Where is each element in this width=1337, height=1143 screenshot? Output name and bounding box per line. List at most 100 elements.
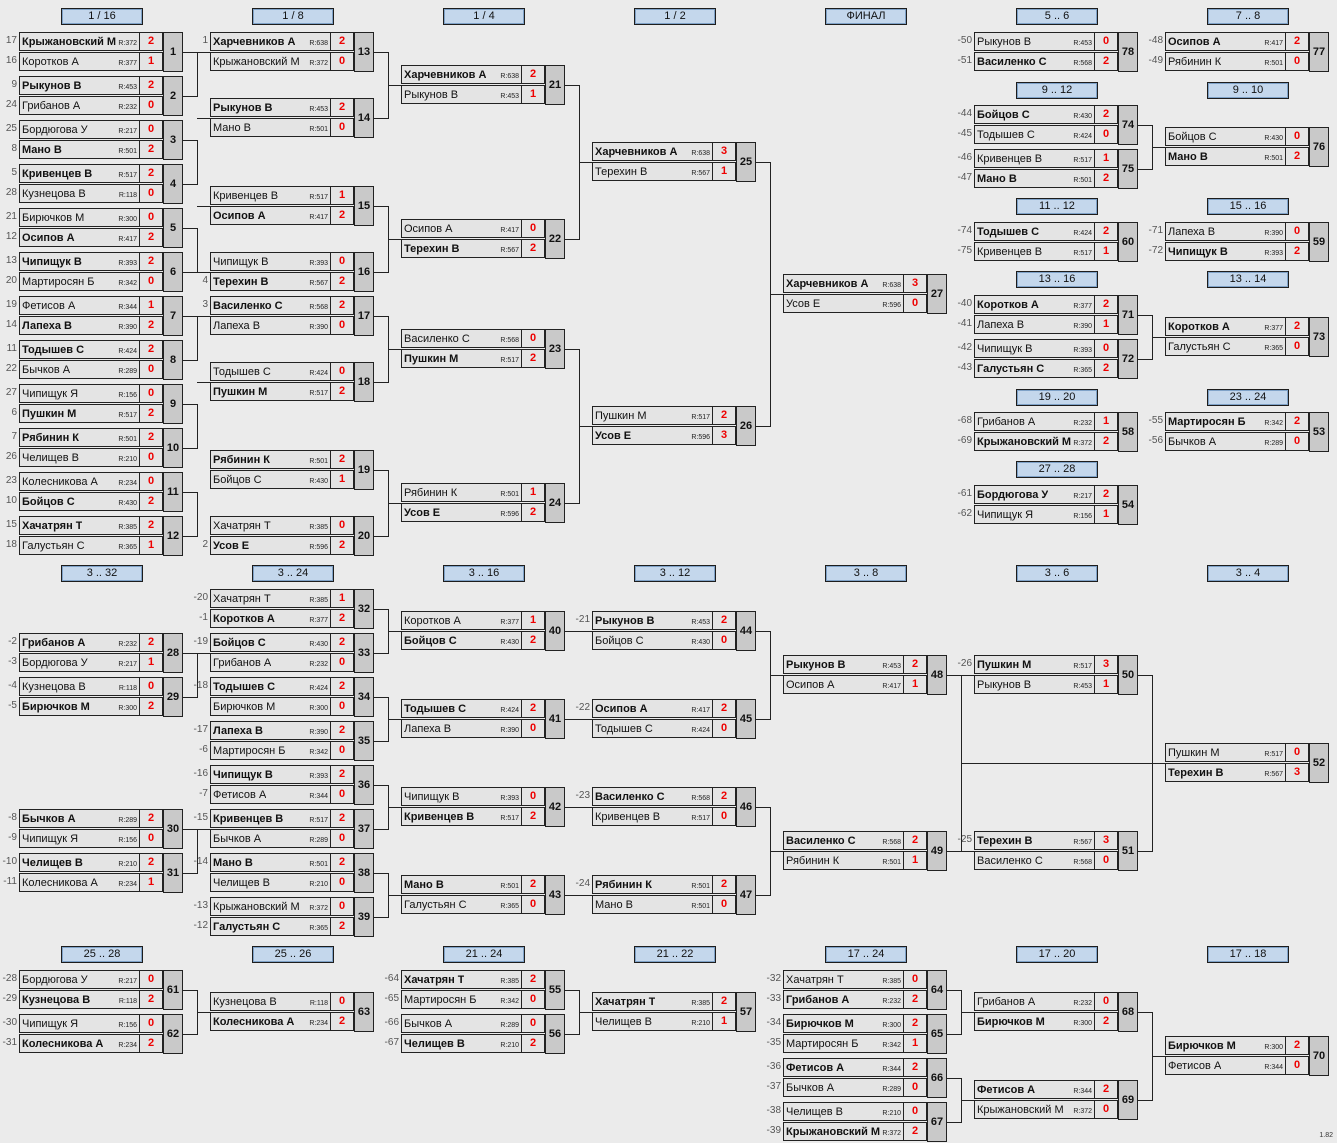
- round-header[interactable]: 1 / 8: [252, 8, 334, 25]
- round-header[interactable]: 23 .. 24: [1207, 389, 1289, 406]
- round-header[interactable]: 1 / 4: [443, 8, 525, 25]
- round-header[interactable]: 21 .. 24: [443, 946, 525, 963]
- round-header[interactable]: 21 .. 22: [634, 946, 716, 963]
- round-header[interactable]: 3 .. 16: [443, 565, 525, 582]
- round-header[interactable]: 3 .. 12: [634, 565, 716, 582]
- round-header[interactable]: 3 .. 4: [1207, 565, 1289, 582]
- round-header[interactable]: 3 .. 6: [1016, 565, 1098, 582]
- round-header[interactable]: 15 .. 16: [1207, 198, 1289, 215]
- round-header[interactable]: 13 .. 16: [1016, 271, 1098, 288]
